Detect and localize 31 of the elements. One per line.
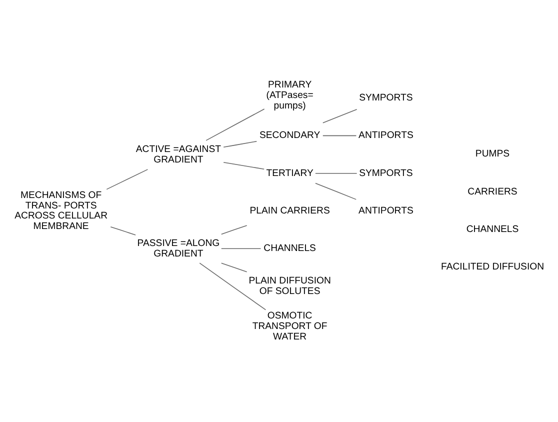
connector	[206, 108, 265, 141]
connector	[220, 248, 262, 250]
connector	[322, 135, 357, 136]
node-text: CHANNELS	[264, 243, 316, 254]
node-text: SYMPORTS	[359, 168, 413, 179]
label: CHANNELS	[466, 224, 519, 235]
connector	[315, 172, 358, 174]
node-text: PLAIN DIFFUSION OF SOLUTES	[248, 276, 331, 298]
node-text: MECHANISMS OF TRANS- PORTS ACROSS CELLULAR MEMBRANE	[14, 190, 108, 232]
connector	[322, 108, 358, 124]
node-text: PASSIVE =ALONG GRADIENT	[137, 238, 220, 260]
node-text: ACTIVE =AGAINST GRADIENT	[136, 144, 222, 166]
node-text: SYMPORTS	[359, 92, 413, 104]
connector	[220, 262, 248, 272]
node-text: PRIMARY (ATPases= pumps)	[266, 80, 314, 112]
connector	[106, 169, 148, 190]
label: PUMPS	[475, 148, 510, 160]
connector	[199, 262, 266, 310]
node-text: ANTIPORTS	[358, 130, 414, 142]
node-text: OSMOTIC TRANSPORT OF WATER	[252, 310, 328, 342]
connector	[223, 140, 258, 148]
node-text: TERTIARY	[266, 168, 314, 179]
connector	[315, 182, 357, 200]
label: CARRIERS	[468, 186, 518, 198]
connector	[220, 225, 248, 235]
node-text: SECONDARY	[259, 130, 320, 142]
connector	[223, 162, 264, 170]
connector	[110, 226, 136, 236]
node-text: PLAIN CARRIERS	[250, 205, 330, 216]
node-text: ANTIPORTS	[358, 205, 414, 216]
label: FACILITED DIFFUSION	[440, 262, 544, 273]
